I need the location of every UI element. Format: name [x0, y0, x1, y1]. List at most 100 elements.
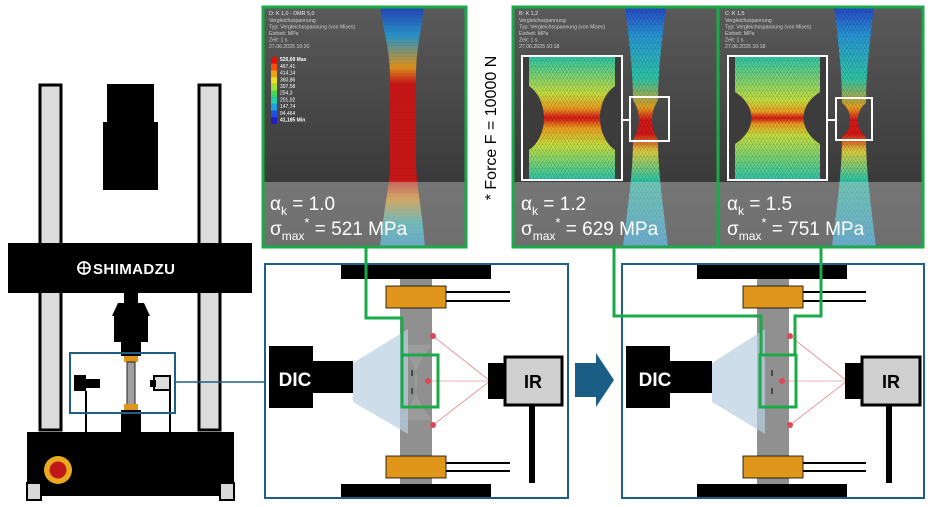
- fea-header: D: K 1,0 - DMR 5,0 Vergleichsspannung Ty…: [269, 11, 355, 50]
- dic-label: DIC: [279, 370, 312, 391]
- legend-swatch: [271, 57, 277, 64]
- legend-label: 467,41: [280, 64, 296, 70]
- upper-clamp: [742, 285, 804, 309]
- fea-header-line: Zeit: 1 s: [269, 38, 288, 44]
- detail-panel-initial: DIC IR: [265, 264, 568, 498]
- machine-foot-left: [26, 482, 42, 501]
- machine-foot-right: [219, 482, 235, 501]
- legend-swatch: [271, 97, 277, 104]
- roi-box: [758, 353, 798, 409]
- ir-camera-stand: [886, 405, 892, 483]
- dic-camera: [269, 346, 313, 408]
- fea-header-line: Typ: Vergleichsspannung (von Mises): [725, 25, 811, 31]
- legend-swatch: [271, 103, 277, 111]
- sigma-max-label: σmax* = 751 MPa: [727, 215, 865, 243]
- machine-top-bar: [107, 84, 154, 124]
- dic-field-of-view: [712, 329, 765, 434]
- dic-field-of-view: [353, 329, 408, 434]
- legend-label: 307,58: [280, 84, 296, 90]
- legend-swatch: [271, 77, 277, 84]
- lower-clamp: [124, 404, 138, 410]
- ir-camera-lens: [845, 363, 863, 399]
- specimen-small: [126, 361, 136, 407]
- shimadzu-logo: SHIMADZU: [77, 261, 175, 278]
- legend-label: 201,02: [280, 97, 296, 103]
- legend-swatch: [271, 63, 277, 71]
- force-note: * Force F = 10000 N: [483, 56, 500, 201]
- sigma-max-label: σmax* = 629 MPa: [521, 215, 659, 243]
- measuring-point: [787, 422, 793, 428]
- measuring-point: [787, 333, 793, 339]
- legend-swatch: [271, 70, 277, 78]
- legend-label: 41,185 Min: [280, 118, 305, 124]
- fea-header-line: 27.06.2025 10:20: [269, 44, 310, 50]
- fea-header-line: Einheit: MPa: [519, 31, 549, 37]
- sigma-max-label: σmax* = 521 MPa: [270, 215, 408, 243]
- fea-header-line: Typ: Vergleichsspannung (von Mises): [519, 25, 605, 31]
- fea-header-line: Einheit: MPa: [269, 31, 299, 37]
- lower-clamp: [385, 455, 447, 479]
- fea-panel-ak15: C: K 1,5 Vergleichsspannung Typ: Verglei…: [719, 7, 923, 247]
- fea-header: C: K 1,5 Vergleichsspannung Typ: Verglei…: [725, 11, 811, 50]
- detail-panel-frame: [264, 263, 569, 499]
- legend-label: 520,69 Max: [280, 57, 307, 63]
- fea-header-line: C: K 1,5: [725, 11, 744, 17]
- ir-camera-stand: [529, 405, 535, 483]
- measuring-point: [779, 378, 785, 384]
- upper-grip: [112, 303, 150, 316]
- fea-panel-ak12: B: K 1,2 Vergleichsspannung Typ: Verglei…: [513, 7, 718, 247]
- panel-top-crossbar: [341, 265, 491, 279]
- dic-label: DIC: [639, 370, 672, 391]
- panel-bottom-crossbar: [697, 484, 847, 498]
- measuring-point: [430, 333, 436, 339]
- legend-swatch: [271, 117, 277, 124]
- fea-header-line: Einheit: MPa: [725, 31, 755, 37]
- legend-swatch: [271, 90, 277, 98]
- shimadzu-brand-text: SHIMADZU: [93, 261, 175, 278]
- stress-color-legend: 520,69 Max467,41414,14360,86307,58254,32…: [271, 57, 307, 124]
- legend-swatch: [271, 110, 277, 118]
- fea-header-line: Zeit: 1 s: [519, 38, 538, 44]
- fea-header-line: 27.06.2025 10:18: [725, 44, 766, 50]
- roi-connectors: [364, 248, 823, 356]
- zoom-frame: [69, 352, 176, 414]
- fea-header-line: B: K 1,2: [519, 11, 538, 17]
- panel-bottom-crossbar: [341, 484, 491, 498]
- legend-label: 147,74: [280, 104, 296, 110]
- legend-swatch: [271, 83, 277, 91]
- zoom-source-box: [835, 97, 873, 141]
- fea-header: B: K 1,2 Vergleichsspannung Typ: Verglei…: [519, 11, 605, 50]
- legend-label: 94,464: [280, 111, 296, 117]
- upper-clamp: [124, 356, 138, 362]
- fea-header-line: 27.06.2025 10:18: [519, 44, 560, 50]
- zoom-source-box: [629, 96, 670, 142]
- measuring-point: [425, 378, 431, 384]
- fea-header-line: Zeit: 1 s: [725, 38, 744, 44]
- specimen-notch: [400, 345, 432, 420]
- ir-camera-lens: [488, 363, 506, 399]
- machine-load-cell: [103, 122, 158, 190]
- fea-header-line: Vergleichsspannung: [519, 18, 566, 24]
- fea-header-line: Vergleichsspannung: [269, 18, 316, 24]
- legend-label: 360,86: [280, 77, 296, 83]
- alpha-k-label: αk = 1.2: [521, 194, 586, 218]
- ir-camera: [860, 355, 922, 407]
- measuring-point: [430, 422, 436, 428]
- ir-camera-small: [153, 375, 171, 391]
- detail-panel-frame: [621, 263, 925, 499]
- legend-label: 254,3: [280, 91, 293, 97]
- ir-label: IR: [524, 372, 542, 392]
- roi-box: [400, 353, 440, 409]
- legend-label: 414,14: [280, 71, 296, 77]
- fea-header-line: Typ: Vergleichsspannung (von Mises): [269, 25, 355, 31]
- fea-panel-ak10: D: K 1,0 - DMR 5,0 Vergleichsspannung Ty…: [263, 7, 466, 247]
- machine-crosshead: [8, 243, 252, 293]
- detail-panel-loaded: DIC IR: [622, 264, 924, 498]
- lower-clamp: [742, 455, 804, 479]
- fea-header-line: Vergleichsspannung: [725, 18, 772, 24]
- panel-top-crossbar: [697, 265, 847, 279]
- fea-panel-frame: [261, 5, 468, 249]
- dic-camera: [626, 346, 670, 408]
- dic-camera-small: [74, 375, 86, 391]
- transition-arrow: [575, 353, 614, 407]
